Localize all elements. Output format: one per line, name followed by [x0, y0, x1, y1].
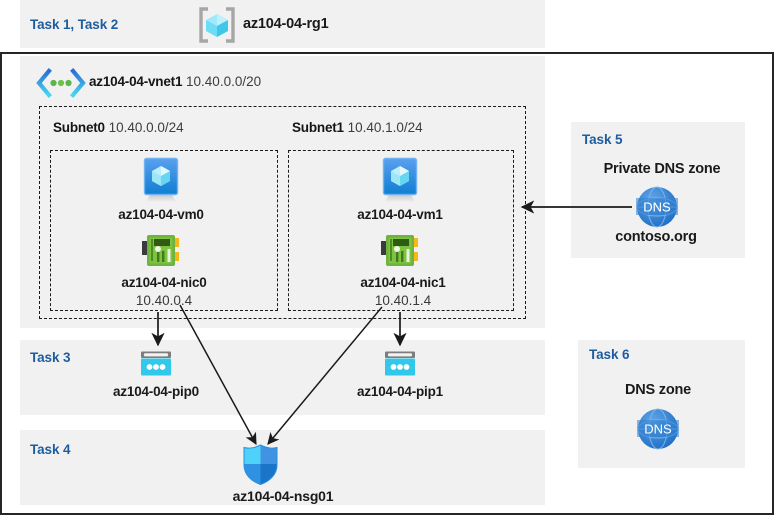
- subnet0-name: Subnet0: [53, 120, 105, 135]
- azure-public-ip-address-icon: [141, 351, 171, 376]
- vnet-name: az104-04-vnet1: [89, 74, 183, 89]
- subnet0-title: Subnet0 10.40.0.0/24: [53, 120, 184, 135]
- task3-panel: [20, 340, 545, 415]
- subnet0-dashed-box: [50, 150, 278, 311]
- nsg-name: az104-04-nsg01: [232, 488, 334, 504]
- azure-network-interface-icon: [381, 235, 418, 266]
- task6-label: Task 6: [589, 347, 630, 362]
- azure-dns-globe-icon: DNS: [637, 408, 679, 450]
- dns-zone-name: contoso.org: [615, 229, 697, 245]
- subnet1-title: Subnet1 10.40.1.0/24: [292, 120, 423, 135]
- nic1-name: az104-04-nic1: [360, 275, 446, 290]
- nic1-private-ip: 10.40.1.4: [374, 293, 432, 308]
- pip1-name: az104-04-pip1: [357, 384, 443, 399]
- azure-virtual-machine-icon: [143, 157, 179, 202]
- vnet-title: az104-04-vnet1 10.40.0.0/20: [89, 74, 261, 89]
- subnet0-address-prefix: 10.40.0.0/24: [108, 120, 184, 135]
- dns-zone-heading: DNS zone: [624, 382, 692, 398]
- svg-text:DNS: DNS: [643, 200, 671, 215]
- vnet-panel: [20, 56, 545, 328]
- azure-virtual-network-icon: [36, 68, 86, 98]
- svg-text:DNS: DNS: [644, 422, 672, 437]
- subnet1-dashed-box: [288, 150, 514, 311]
- vnet-address-space: 10.40.0.0/20: [186, 74, 262, 89]
- private-dns-zone-heading: Private DNS zone: [603, 161, 721, 177]
- task4-label: Task 4: [30, 442, 71, 457]
- azure-network-security-group-shield-icon: [243, 444, 278, 486]
- azure-dns-globe-icon: DNS DNS: [636, 186, 678, 228]
- nic0-private-ip: 10.40.0.4: [135, 293, 193, 308]
- azure-resource-group-icon: [199, 7, 235, 43]
- task3-label: Task 3: [30, 350, 71, 365]
- subnet1-address-prefix: 10.40.1.0/24: [347, 120, 423, 135]
- pip0-name: az104-04-pip0: [113, 384, 199, 399]
- vm1-name: az104-04-vm1: [357, 207, 443, 222]
- subnet1-name: Subnet1: [292, 120, 344, 135]
- nic0-name: az104-04-nic0: [121, 275, 207, 290]
- vm0-name: az104-04-vm0: [118, 207, 204, 222]
- azure-network-interface-icon: [142, 235, 179, 266]
- task1-task2-label: Task 1, Task 2: [30, 17, 119, 32]
- resource-group-name: az104-04-rg1: [243, 16, 329, 32]
- task1-task2-panel: [20, 0, 545, 48]
- task5-label: Task 5: [582, 132, 623, 147]
- azure-public-ip-address-icon: [385, 351, 415, 376]
- azure-virtual-machine-icon: [382, 157, 418, 202]
